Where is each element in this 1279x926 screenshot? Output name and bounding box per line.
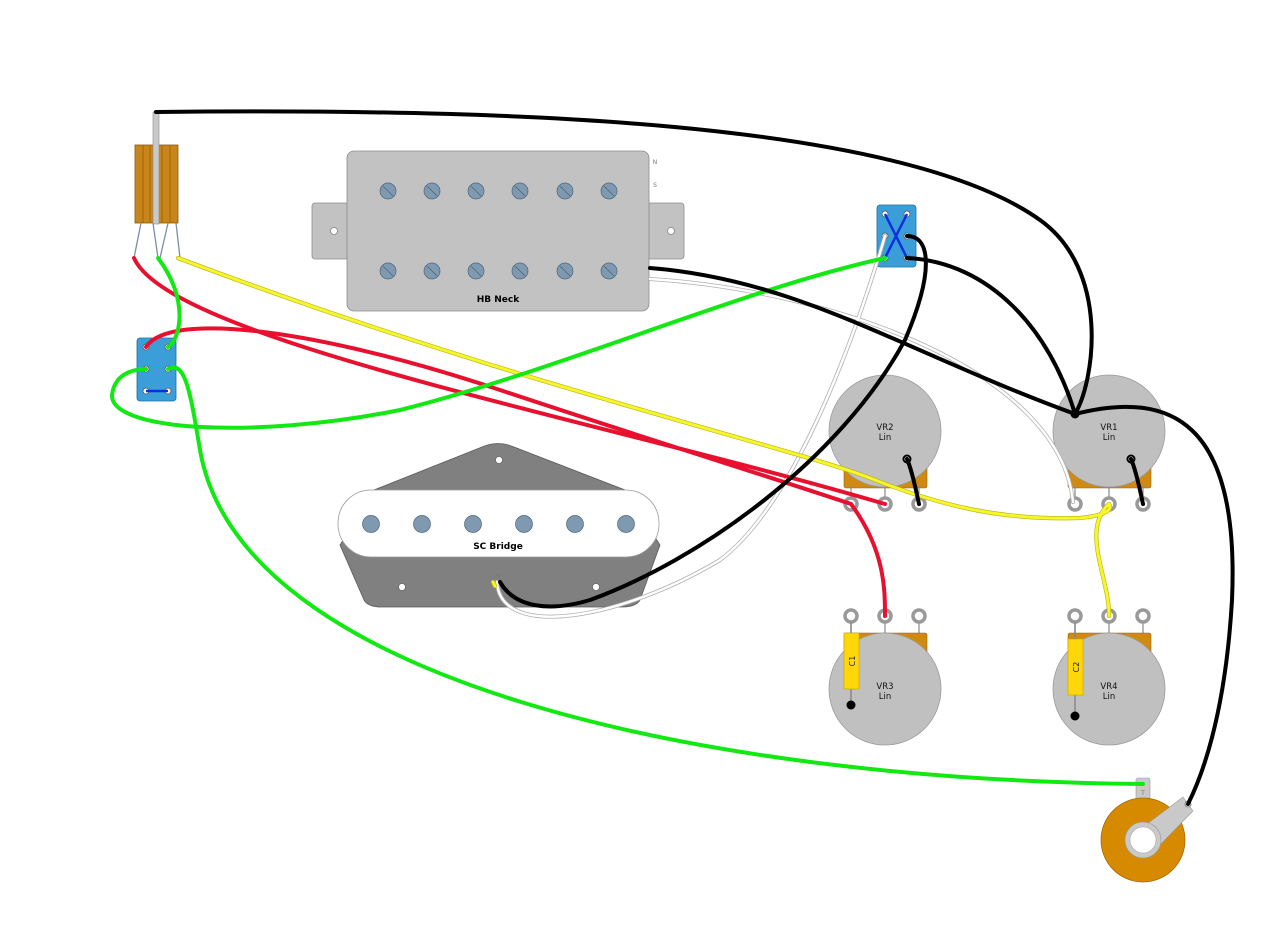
pot-vr4-taper: Lin xyxy=(1103,692,1115,702)
lever-switch-shaft xyxy=(152,111,160,225)
right-mini-switch xyxy=(876,204,917,268)
right-mini-switch-cross-jumper xyxy=(883,213,909,259)
lever-switch xyxy=(133,111,181,259)
capacitor-c2-label: C2 xyxy=(1072,662,1081,673)
single-coil-bridge-pickup: SC Bridge N xyxy=(337,443,661,608)
pot-vr3-name: VR3 xyxy=(876,682,893,692)
humbucker-neck-label: HB Neck xyxy=(477,295,520,305)
pot-vr3-lugs xyxy=(843,608,927,624)
pot-vr1-name: VR1 xyxy=(1100,423,1117,433)
capacitor-c1-label: C1 xyxy=(848,656,857,667)
pot-vr2-taper: Lin xyxy=(879,433,891,443)
pot-vr1-taper: Lin xyxy=(1103,433,1115,443)
pot-vr2-name: VR2 xyxy=(876,423,893,433)
pot-vr2[interactable]: VR2 Lin xyxy=(828,374,942,512)
capacitor-c1: C1 xyxy=(843,622,860,710)
ground-junction-dot xyxy=(1070,409,1080,419)
pot-vr4-name: VR4 xyxy=(1100,682,1117,692)
humbucker-neck-pickup: HB Neck N S xyxy=(311,150,685,312)
humbucker-south-label: S xyxy=(653,182,657,189)
wires-white xyxy=(495,234,1075,619)
single-coil-bridge-label: SC Bridge xyxy=(473,542,523,552)
output-jack-tip-label: T xyxy=(1140,790,1145,797)
capacitor-c2: C2 xyxy=(1067,622,1084,721)
wires-green xyxy=(109,256,1145,786)
wires-yellow xyxy=(175,255,1113,619)
output-jack[interactable]: T xyxy=(1100,777,1194,883)
single-coil-north-label: N xyxy=(496,573,501,580)
wires-black xyxy=(154,109,1235,806)
humbucker-north-label: N xyxy=(653,159,658,166)
wires-red xyxy=(132,256,887,618)
pot-vr3-taper: Lin xyxy=(879,692,891,702)
single-coil-pole-pieces xyxy=(362,515,635,533)
